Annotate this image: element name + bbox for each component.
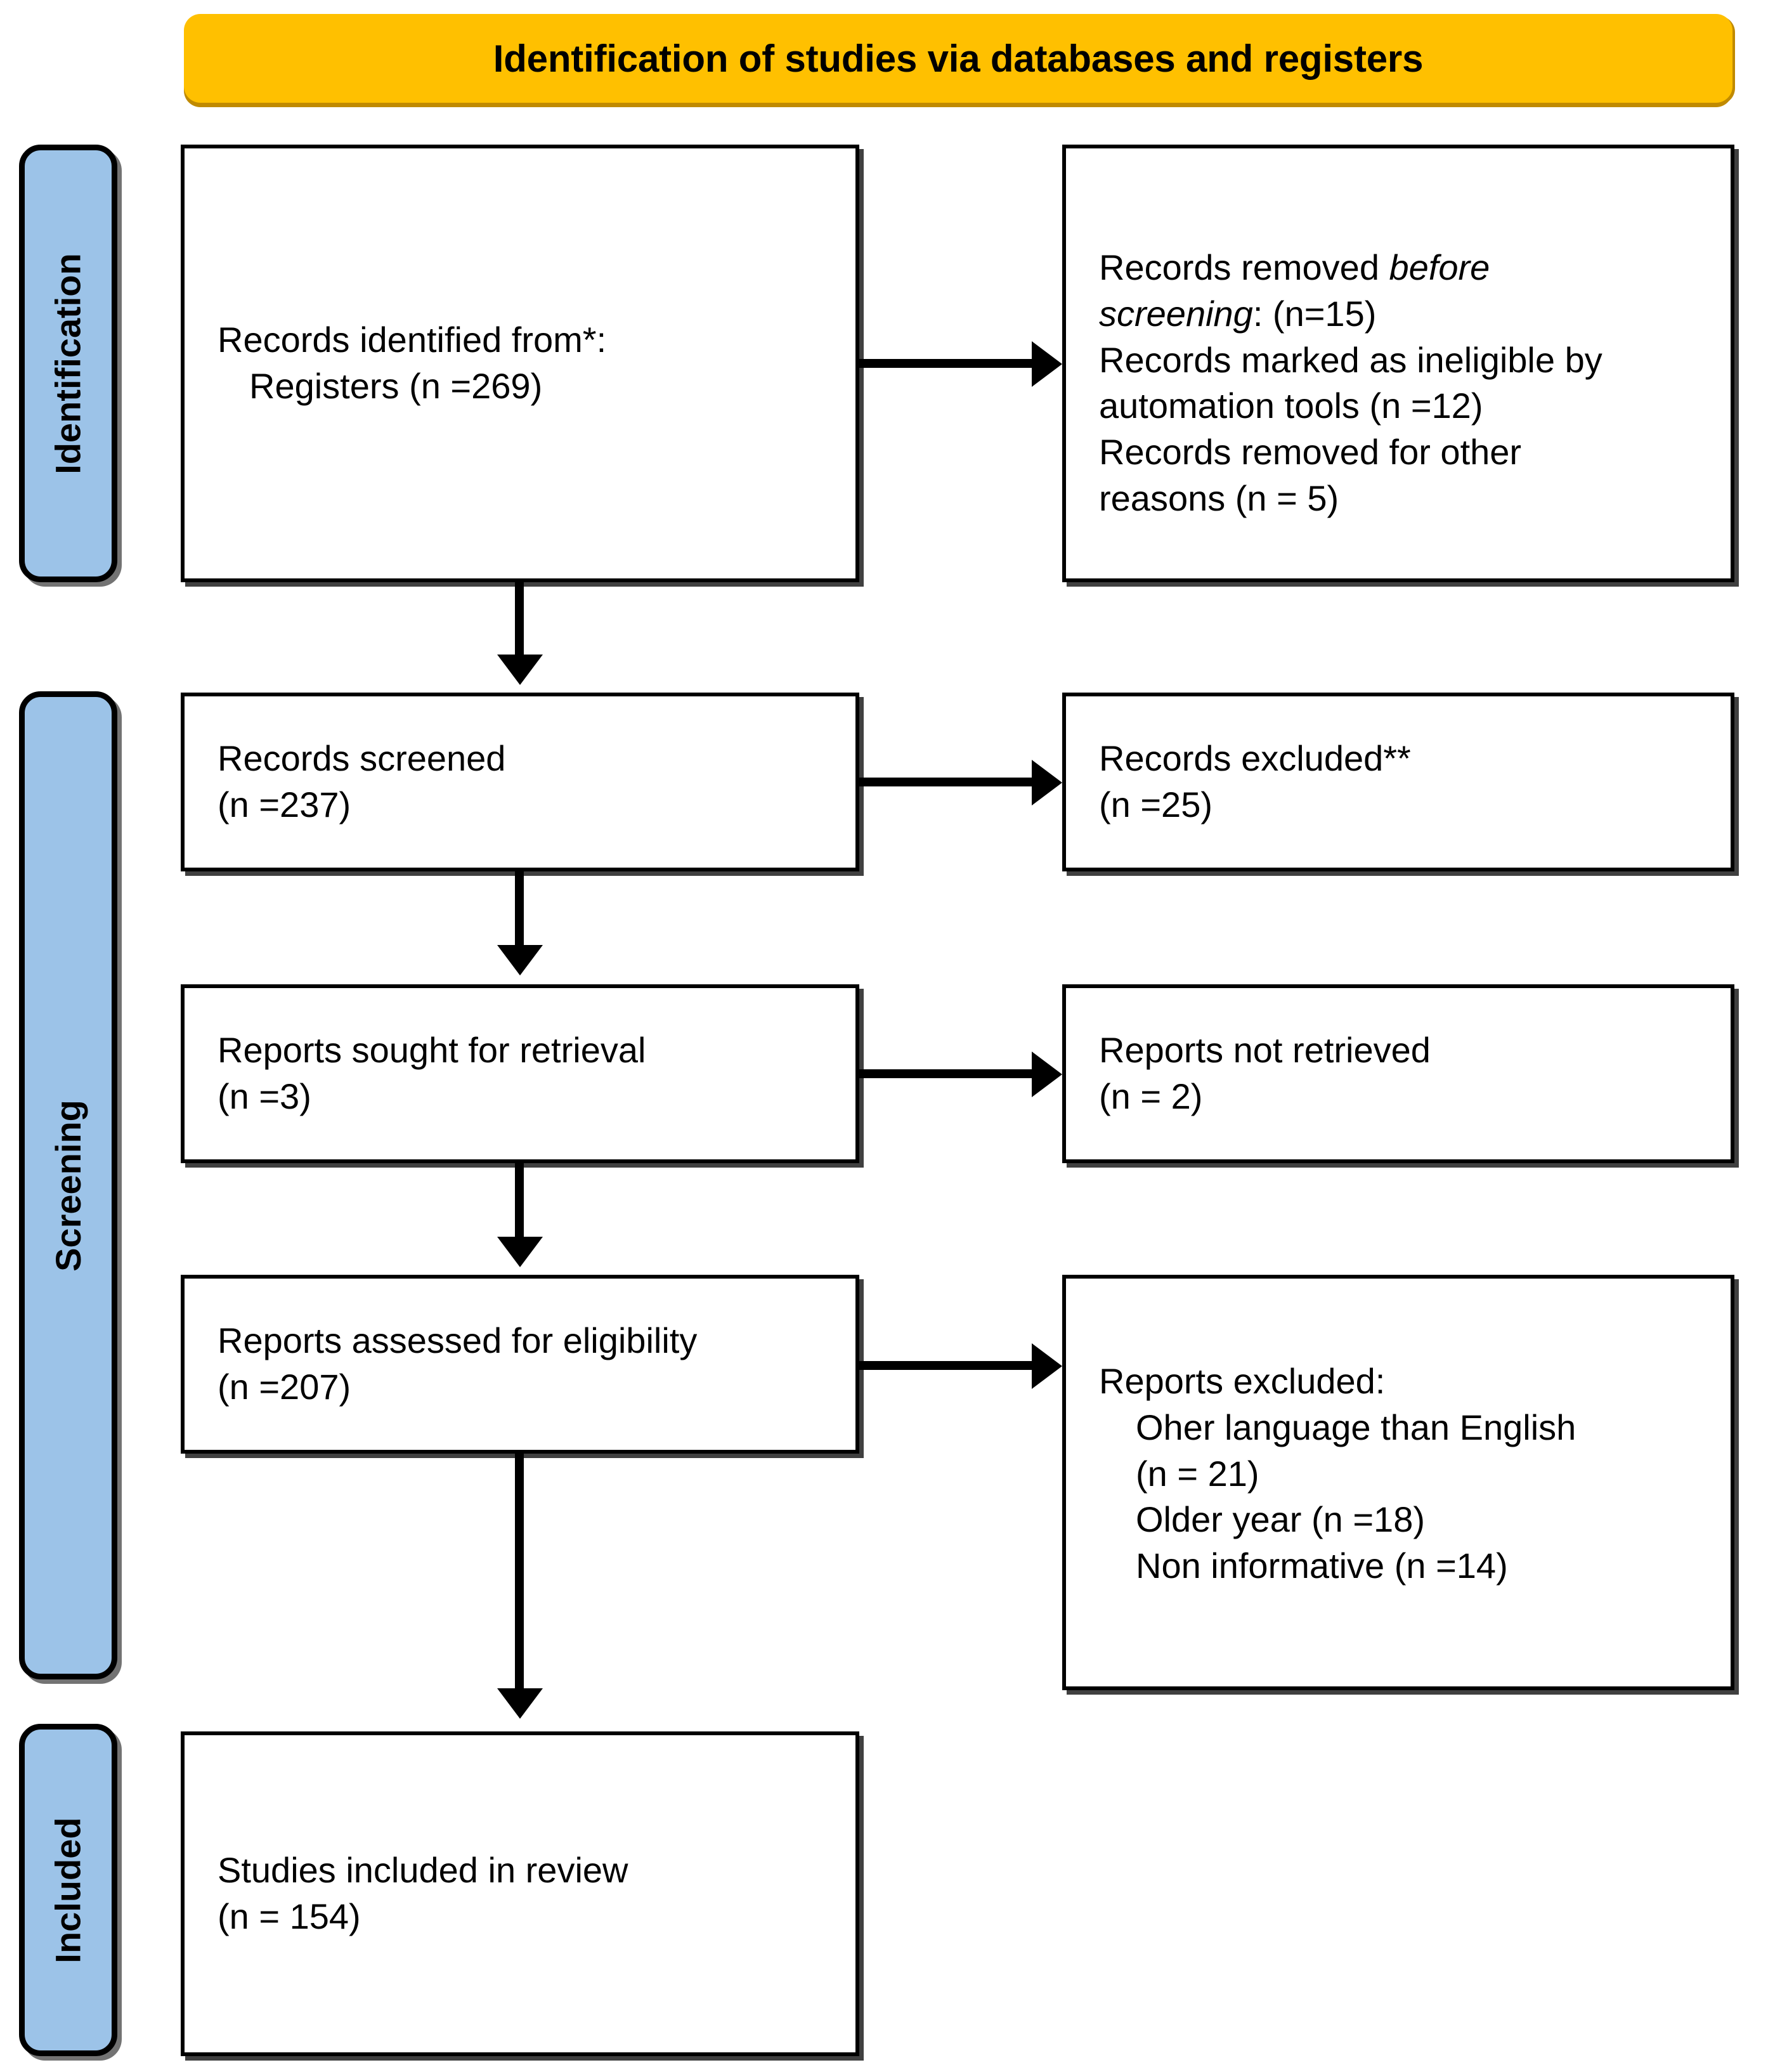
box-records-removed-before-screening: Records removed before screening: (n=15)… <box>1062 145 1734 582</box>
arrowhead-down-icon <box>497 1688 543 1719</box>
records-identified-line1: Records identified from*: <box>218 320 607 360</box>
box-studies-included-in-review: Studies included in review (n = 154) <box>181 1731 859 2056</box>
reports-assessed-line1: Reports assessed for eligibility <box>218 1320 698 1361</box>
records-removed-line2-post: : (n=15) <box>1252 293 1377 334</box>
stage-tab-identification: Identification <box>19 145 117 582</box>
arrowhead-right-icon <box>1032 1343 1062 1389</box>
box-reports-not-retrieved: Reports not retrieved (n = 2) <box>1062 984 1734 1163</box>
connector-screened-to-excluded <box>859 778 1036 786</box>
records-removed-line1-pre: Records removed <box>1099 247 1389 287</box>
records-removed-line2-italic: screening <box>1099 293 1253 334</box>
stage-tab-screening-label: Screening <box>48 1099 89 1272</box>
connector-identified-to-removed <box>859 359 1036 368</box>
studies-included-line1: Studies included in review <box>218 1850 628 1891</box>
box-reports-sought-for-retrieval: Reports sought for retrieval (n =3) <box>181 984 859 1163</box>
arrowhead-down-icon <box>497 1237 543 1267</box>
diagram-header-banner: Identification of studies via databases … <box>184 14 1732 103</box>
stage-tab-included: Included <box>19 1724 117 2056</box>
records-screened-line2: (n =237) <box>218 785 351 824</box>
records-excluded-line1: Records excluded** <box>1099 738 1411 779</box>
connector-assessed-to-reports-excluded <box>859 1361 1036 1370</box>
connector-screened-to-sought <box>515 871 524 949</box>
records-removed-line5: Records removed for other <box>1099 432 1522 472</box>
reports-excluded-line5: Non informative (n =14) <box>1136 1546 1508 1586</box>
reports-assessed-line2: (n =207) <box>218 1367 351 1407</box>
arrowhead-right-icon <box>1032 1052 1062 1097</box>
records-screened-line1: Records screened <box>218 738 506 779</box>
studies-included-line2: (n = 154) <box>218 1896 361 1936</box>
box-reports-assessed-for-eligibility: Reports assessed for eligibility (n =207… <box>181 1275 859 1454</box>
box-records-identified: Records identified from*: Registers (n =… <box>181 145 859 582</box>
page-title: Identification of studies via databases … <box>493 37 1424 80</box>
arrowhead-right-icon <box>1032 341 1062 387</box>
box-records-screened: Records screened (n =237) <box>181 693 859 871</box>
reports-excluded-line2: Oher language than English <box>1136 1407 1576 1447</box>
records-excluded-line2: (n =25) <box>1099 785 1212 824</box>
connector-assessed-to-included <box>515 1454 524 1692</box>
connector-sought-to-assessed <box>515 1163 524 1242</box>
reports-sought-line1: Reports sought for retrieval <box>218 1030 646 1071</box>
box-reports-excluded: Reports excluded: Oher language than Eng… <box>1062 1275 1734 1690</box>
arrowhead-down-icon <box>497 655 543 685</box>
stage-tab-included-label: Included <box>48 1816 89 1964</box>
reports-excluded-line3: (n = 21) <box>1136 1453 1259 1494</box>
records-removed-line1-italic: before <box>1389 247 1490 287</box>
records-removed-line4: automation tools (n =12) <box>1099 386 1483 426</box>
box-records-excluded: Records excluded** (n =25) <box>1062 693 1734 871</box>
records-removed-line3: Records marked as ineligible by <box>1099 339 1602 380</box>
records-removed-line6: reasons (n = 5) <box>1099 478 1339 518</box>
records-identified-line2: Registers (n =269) <box>249 366 543 406</box>
reports-sought-line2: (n =3) <box>218 1076 311 1116</box>
reports-not-retrieved-line2: (n = 2) <box>1099 1076 1203 1116</box>
reports-not-retrieved-line1: Reports not retrieved <box>1099 1030 1431 1071</box>
stage-tab-identification-label: Identification <box>48 252 89 474</box>
reports-excluded-line4: Older year (n =18) <box>1136 1499 1425 1540</box>
arrowhead-right-icon <box>1032 760 1062 805</box>
connector-sought-to-not-retrieved <box>859 1069 1036 1078</box>
reports-excluded-line1: Reports excluded: <box>1099 1361 1386 1401</box>
arrowhead-down-icon <box>497 945 543 975</box>
connector-identified-to-screened <box>515 582 524 660</box>
stage-tab-screening: Screening <box>19 691 117 1679</box>
